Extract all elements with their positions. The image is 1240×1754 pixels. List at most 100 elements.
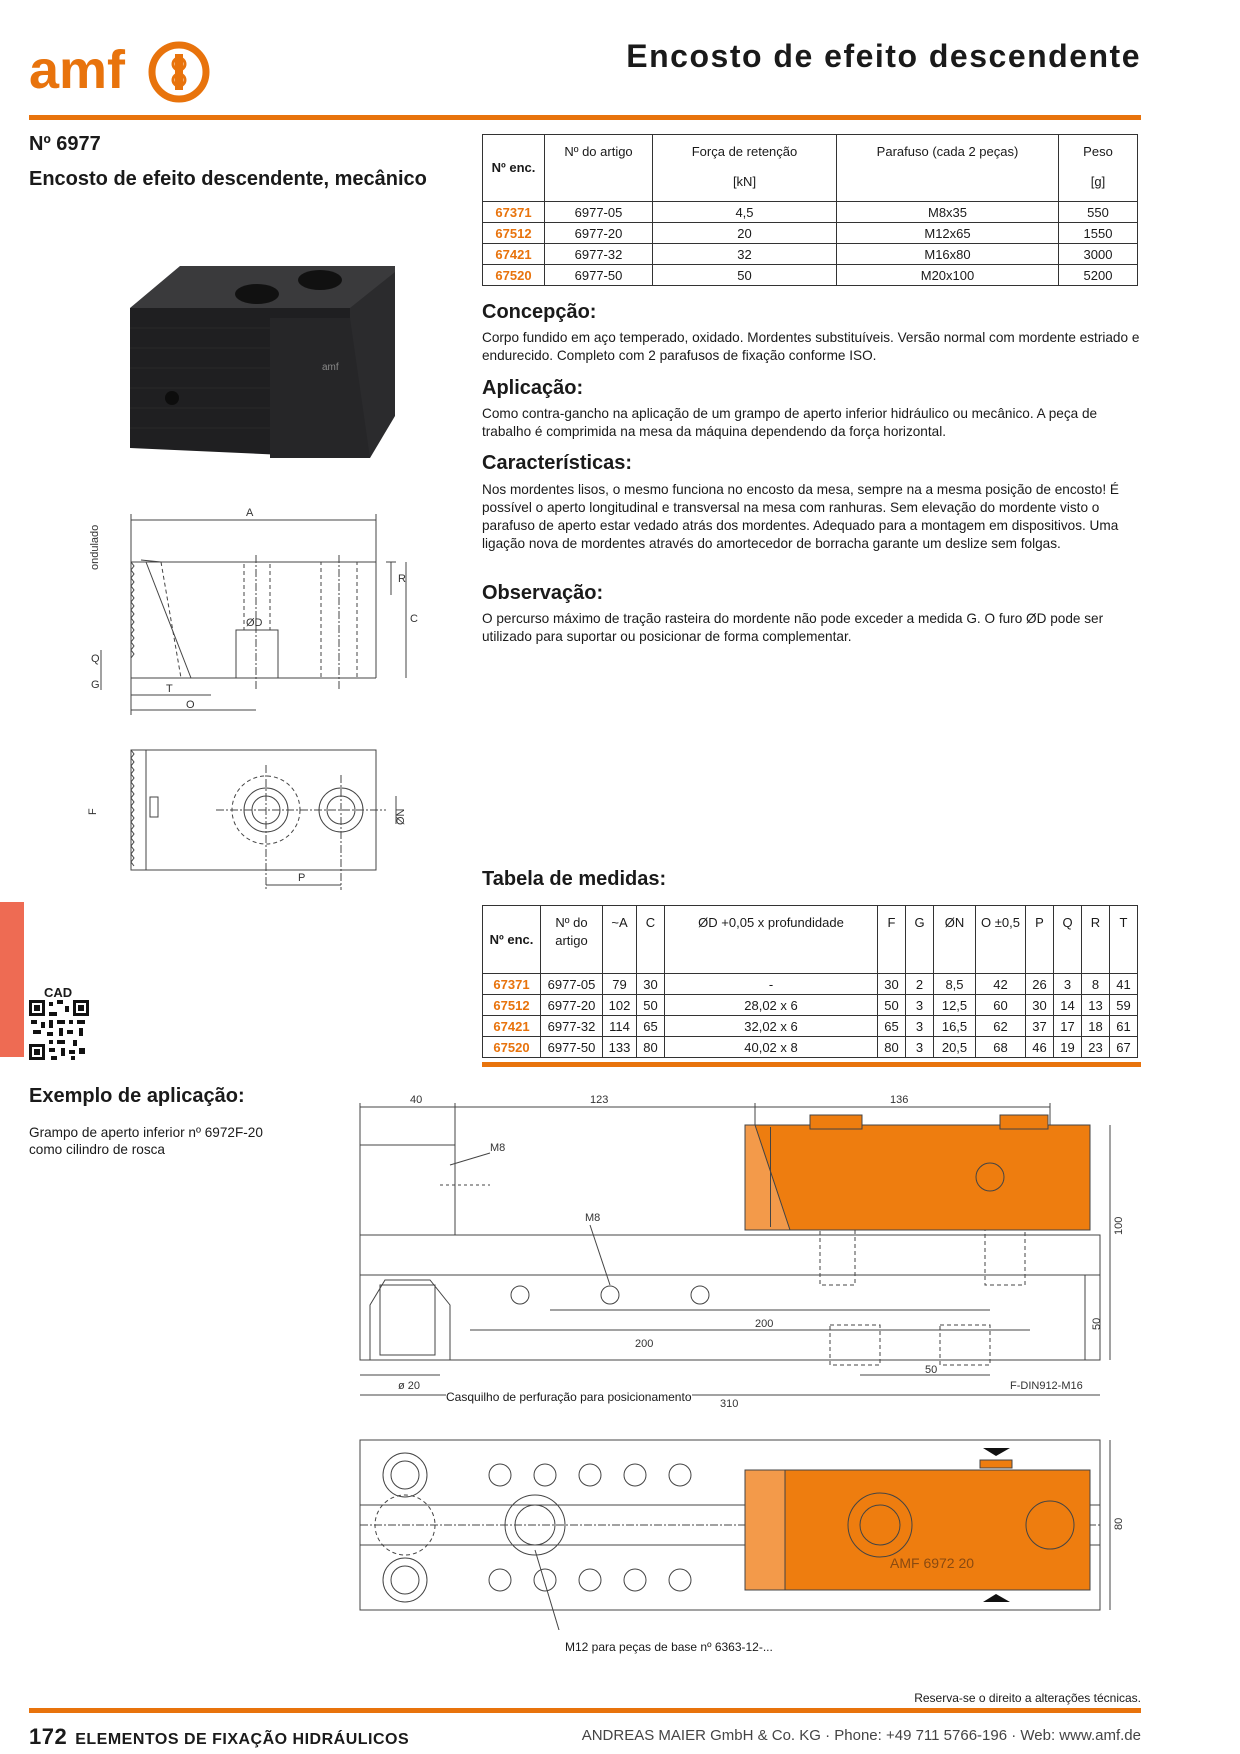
dims-header-cell: Nº enc. [482, 905, 541, 974]
label-R: R [398, 573, 406, 585]
logo-text: amf [29, 40, 126, 100]
example-dim-200-b: 200 [635, 1338, 653, 1350]
dims-header-cell: C [636, 905, 665, 974]
label-N: ØN [395, 808, 407, 825]
concepcao-text: Corpo fundido em aço temperado, oxidado.… [482, 330, 1140, 363]
spec-header-screw: Parafuso (cada 2 peças) [836, 134, 1059, 202]
example-side-drawing: 40 123 136 M8 M8 200 200 50 310 100 50 ø… [359, 1095, 1125, 1410]
spec-cell: M16x80 [836, 243, 1059, 265]
dims-cell: 65 [877, 1015, 906, 1037]
dims-cell: 6977-20 [540, 994, 603, 1016]
label-ondulado: ondulado [89, 525, 101, 570]
dims-cell: 114 [602, 1015, 637, 1037]
dims-cell: 67 [1109, 1036, 1138, 1058]
label-D: ØD [246, 617, 263, 629]
spec-cell: M12x65 [836, 222, 1059, 244]
dims-cell: 46 [1025, 1036, 1054, 1058]
dims-cell: 42 [975, 973, 1026, 995]
reserve-note: Reserva-se o direito a alterações técnic… [914, 1691, 1141, 1705]
spec-cell: 4,5 [652, 201, 837, 223]
label-T: T [166, 683, 173, 695]
concepcao-title: Concepção: [482, 301, 597, 323]
dims-cell: 79 [602, 973, 637, 995]
order-number-link[interactable]: 67421 [482, 1015, 541, 1037]
order-number-link[interactable]: 67520 [482, 264, 545, 286]
caracteristicas-text: Nos mordentes lisos, o mesmo funciona no… [482, 482, 1119, 551]
dims-cell: 3 [1053, 973, 1082, 995]
dims-header-cell: Q [1053, 905, 1082, 974]
dims-cell: 133 [602, 1036, 637, 1058]
dims-header-cell: Nº do artigo [540, 905, 603, 974]
dims-header-cell: G [905, 905, 934, 974]
product-number: Nº 6977 [29, 133, 101, 155]
dims-cell: 6977-50 [540, 1036, 603, 1058]
dims-cell: 41 [1109, 973, 1138, 995]
order-number-link[interactable]: 67371 [482, 201, 545, 223]
dims-cell: 3 [905, 1015, 934, 1037]
dims-cell: 60 [975, 994, 1026, 1016]
footer-rule [29, 1708, 1141, 1713]
example-dim-o20: ø 20 [398, 1380, 420, 1392]
spec-header-article: Nº do artigo [544, 134, 653, 202]
dims-cell: 26 [1025, 973, 1054, 995]
label-P: P [298, 872, 305, 884]
spec-cell: 5200 [1058, 264, 1138, 286]
product-subtitle: Encosto de efeito descendente, mecânico [29, 168, 427, 190]
spec-cell: 1550 [1058, 222, 1138, 244]
example-dim-80: 80 [1113, 1518, 1125, 1530]
dims-cell: 50 [636, 994, 665, 1016]
dims-cell: 102 [602, 994, 637, 1016]
spec-cell: 550 [1058, 201, 1138, 223]
cad-qr-code[interactable] [29, 1000, 89, 1060]
dims-cell: 23 [1081, 1036, 1110, 1058]
spec-cell: 20 [652, 222, 837, 244]
dims-cell: 2 [905, 973, 934, 995]
dims-cell: 68 [975, 1036, 1026, 1058]
amf-logo: amf [29, 40, 210, 103]
spec-cell: M8x35 [836, 201, 1059, 223]
example-dim-136: 136 [890, 1095, 908, 1106]
spec-header-weight: Peso[g] [1058, 134, 1138, 202]
spec-cell: M20x100 [836, 264, 1059, 286]
example-caption-base: M12 para peças de base nº 6363-12-... [565, 1640, 773, 1654]
dims-cell: 62 [975, 1015, 1026, 1037]
example-dim-m8-a: M8 [490, 1142, 505, 1154]
dims-header-cell: O ±0,5 [975, 905, 1026, 974]
example-caption-bushing: Casquilho de perfuração para posicioname… [446, 1390, 692, 1404]
dims-cell: 12,5 [933, 994, 976, 1016]
label-A: A [246, 507, 254, 519]
spec-cell: 6977-32 [544, 243, 653, 265]
dims-cell: 80 [877, 1036, 906, 1058]
dims-cell: 61 [1109, 1015, 1138, 1037]
dims-header-cell: F [877, 905, 906, 974]
observacao-text: O percurso máximo de tração rasteira do … [482, 611, 1104, 644]
spec-cell: 6977-50 [544, 264, 653, 286]
dims-cell: 8,5 [933, 973, 976, 995]
dims-cell: 6977-05 [540, 973, 603, 995]
observacao-title: Observação: [482, 582, 604, 604]
dims-cell: 17 [1053, 1015, 1082, 1037]
dims-cell: 6977-32 [540, 1015, 603, 1037]
spec-header-order: Nº enc. [482, 134, 545, 202]
product-photo: amf [130, 266, 395, 458]
caracteristicas-title: Características: [482, 452, 633, 474]
order-number-link[interactable]: 67371 [482, 973, 541, 995]
order-number-link[interactable]: 67512 [482, 222, 545, 244]
aplicacao-title: Aplicação: [482, 377, 584, 399]
order-number-link[interactable]: 67512 [482, 994, 541, 1016]
dims-cell: 8 [1081, 973, 1110, 995]
order-number-link[interactable]: 67421 [482, 243, 545, 265]
example-dim-50: 50 [925, 1364, 937, 1376]
example-dim-123: 123 [590, 1095, 608, 1106]
example-dim-50-b: 50 [1091, 1318, 1103, 1330]
dims-cell: 13 [1081, 994, 1110, 1016]
label-F: F [87, 808, 99, 815]
photo-logo: amf [322, 362, 339, 373]
order-number-link[interactable]: 67520 [482, 1036, 541, 1058]
